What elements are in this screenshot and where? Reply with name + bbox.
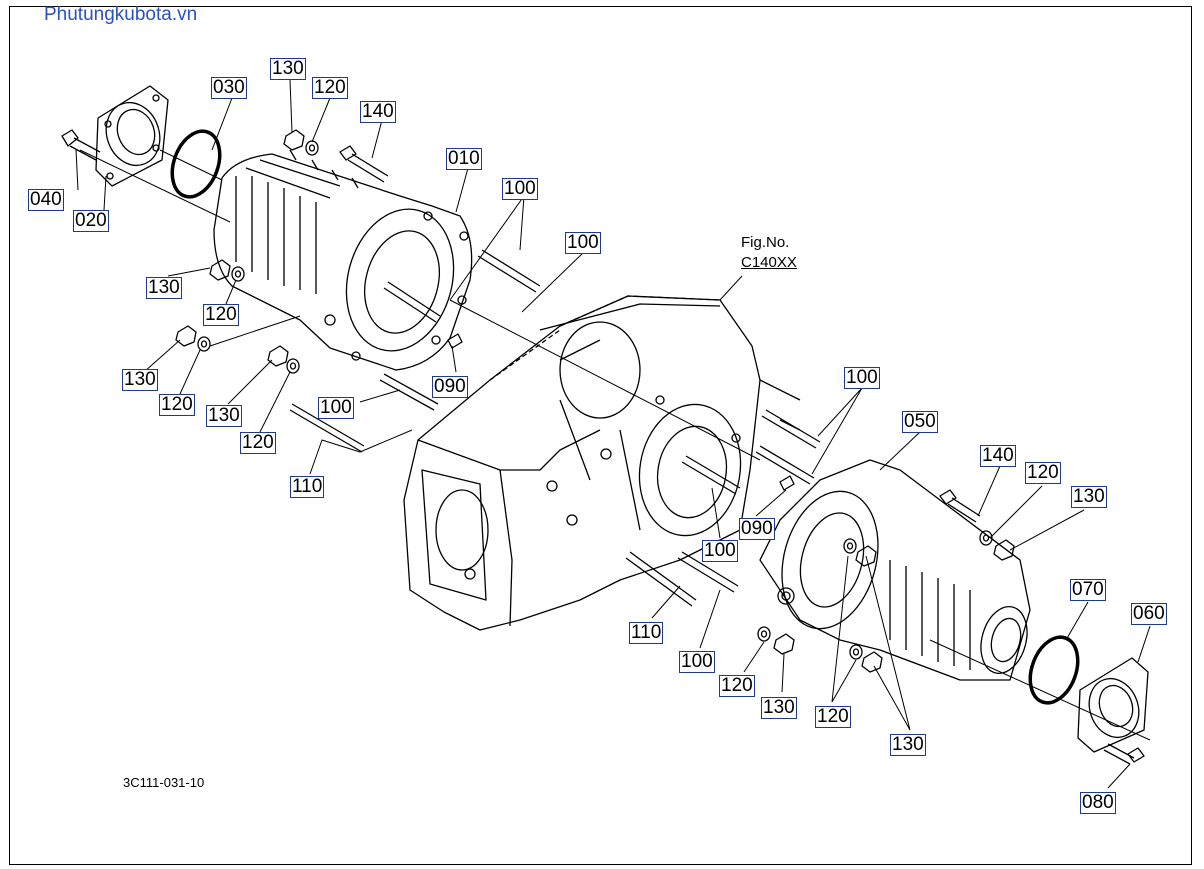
nuts-right	[757, 530, 1015, 673]
callout-140[interactable]: 140	[360, 101, 396, 123]
callout-120[interactable]: 120	[312, 77, 348, 99]
studs-left	[289, 145, 541, 453]
leader-lines	[75, 79, 1151, 789]
diagram-frame	[9, 6, 1192, 865]
callout-010[interactable]: 010	[446, 148, 482, 170]
callout-130[interactable]: 130	[206, 405, 242, 427]
figure-ref-line2: C140XX	[741, 254, 797, 271]
callout-040[interactable]: 040	[28, 189, 64, 211]
bearing-cover-right	[1077, 657, 1149, 753]
site-watermark: Phutungkubota.vn	[44, 4, 198, 25]
callout-100[interactable]: 100	[565, 232, 601, 254]
callout-130[interactable]: 130	[122, 369, 158, 391]
callout-120[interactable]: 120	[203, 304, 239, 326]
callout-060[interactable]: 060	[1131, 603, 1167, 625]
callout-020[interactable]: 020	[73, 210, 109, 232]
callout-130[interactable]: 130	[270, 58, 306, 80]
callout-110[interactable]: 110	[629, 622, 664, 644]
callout-120[interactable]: 120	[719, 675, 755, 697]
callout-130[interactable]: 130	[146, 277, 182, 299]
callout-110[interactable]: 110	[290, 476, 325, 498]
callout-080[interactable]: 080	[1080, 792, 1116, 814]
callout-100[interactable]: 100	[702, 540, 738, 562]
callout-050[interactable]: 050	[902, 411, 938, 433]
callout-100[interactable]: 100	[502, 178, 538, 200]
callout-130[interactable]: 130	[1071, 486, 1107, 508]
callout-070[interactable]: 070	[1070, 579, 1106, 601]
figure-reference[interactable]: Fig.No. C140XX	[741, 233, 797, 273]
callout-120[interactable]: 120	[815, 706, 851, 728]
center-axis-lines	[79, 149, 1151, 741]
callout-100[interactable]: 100	[318, 397, 354, 419]
callout-090[interactable]: 090	[739, 518, 775, 540]
studs-right	[625, 409, 981, 607]
callout-100[interactable]: 100	[679, 651, 715, 673]
bolt-080	[1103, 743, 1145, 765]
figure-ref-line1: Fig.No.	[741, 234, 790, 251]
axle-housing-left	[213, 149, 473, 371]
callout-130[interactable]: 130	[890, 734, 926, 756]
callout-120[interactable]: 120	[159, 394, 195, 416]
callout-120[interactable]: 120	[1025, 462, 1061, 484]
drawing-code: 3C111-031-10	[123, 775, 205, 790]
o-ring-070	[1028, 635, 1080, 705]
transmission-case	[403, 295, 761, 631]
o-ring-030	[170, 129, 222, 199]
callout-140[interactable]: 140	[980, 445, 1016, 467]
callout-030[interactable]: 030	[211, 77, 247, 99]
callout-130[interactable]: 130	[761, 697, 797, 719]
callout-100[interactable]: 100	[844, 367, 880, 389]
bolt-040	[61, 129, 101, 161]
callout-090[interactable]: 090	[432, 376, 468, 398]
bearing-cover-left	[95, 85, 169, 187]
nuts-left	[175, 129, 319, 374]
callout-120[interactable]: 120	[240, 432, 276, 454]
axle-housing-right	[759, 379, 1031, 681]
